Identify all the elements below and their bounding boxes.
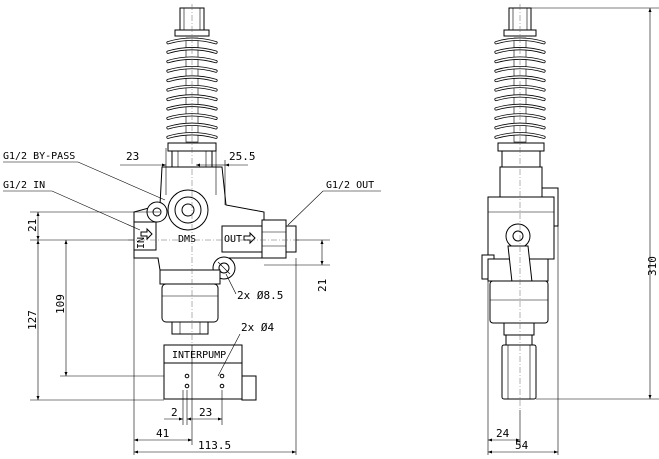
- side-spring-seat: [497, 142, 545, 152]
- dim-23-top: 23: [126, 150, 139, 163]
- side-body-upper: [499, 166, 543, 198]
- dim-54: 54: [515, 439, 529, 452]
- plunger-collar: [171, 321, 209, 335]
- microswitch-body: [163, 362, 243, 400]
- out-label: G1/2 OUT: [326, 180, 374, 191]
- spring-coil-highlight: [495, 123, 545, 129]
- dim-127: 127: [26, 310, 39, 330]
- holes-8-5-label: 2x Ø8.5: [237, 289, 283, 302]
- port-in-label: IN: [136, 237, 147, 249]
- side-bonnet: [501, 150, 541, 168]
- dim-23-bottom: 23: [199, 406, 212, 419]
- spring-coil-highlight: [495, 76, 545, 82]
- brand-label: INTERPUMP: [172, 350, 226, 361]
- dim-21-left: 21: [26, 219, 39, 232]
- body-marking: DMS: [178, 234, 196, 245]
- spring-coil-highlight: [167, 57, 217, 63]
- bypass-label: G1/2 BY-PASS: [3, 151, 75, 162]
- side-collar: [503, 322, 535, 336]
- out-arrow-icon: [243, 231, 256, 245]
- out-thread: [285, 225, 297, 253]
- dim-2: 2: [171, 406, 178, 419]
- front-view: IN DMS OUT INTERPUMP: [128, 4, 300, 401]
- dim-41: 41: [156, 427, 169, 440]
- port-out-label: OUT: [224, 234, 242, 245]
- side-microswitch: [501, 344, 537, 400]
- dim-21-right: 21: [316, 279, 329, 292]
- piston-housing: [161, 283, 219, 323]
- side-collar-2: [505, 334, 533, 346]
- dim-25-5: 25.5: [229, 150, 256, 163]
- spring-coil-highlight: [167, 76, 217, 82]
- out-fitting: [261, 219, 287, 259]
- lower-neck: [159, 269, 221, 285]
- spring-coil-highlight: [167, 123, 217, 129]
- side-piston-housing: [489, 280, 549, 324]
- side-annotations: 310 24 54: [487, 7, 659, 455]
- in-arrow-icon: [140, 227, 153, 241]
- bypass-boss: [167, 189, 209, 231]
- dim-310: 310: [646, 256, 659, 276]
- in-label: G1/2 IN: [3, 180, 45, 191]
- dim-24: 24: [496, 427, 510, 440]
- side-view: [481, 4, 559, 410]
- front-annotations: G1/2 BY-PASS G1/2 IN G1/2 OUT 2x Ø8.5 2x…: [3, 148, 381, 455]
- spring-coil-highlight: [495, 57, 545, 63]
- holes-4-label: 2x Ø4: [241, 321, 274, 334]
- dim-113-5: 113.5: [198, 439, 231, 452]
- switch-connector: [241, 375, 257, 401]
- dim-109: 109: [54, 294, 67, 314]
- side-bypass-port: [505, 223, 531, 249]
